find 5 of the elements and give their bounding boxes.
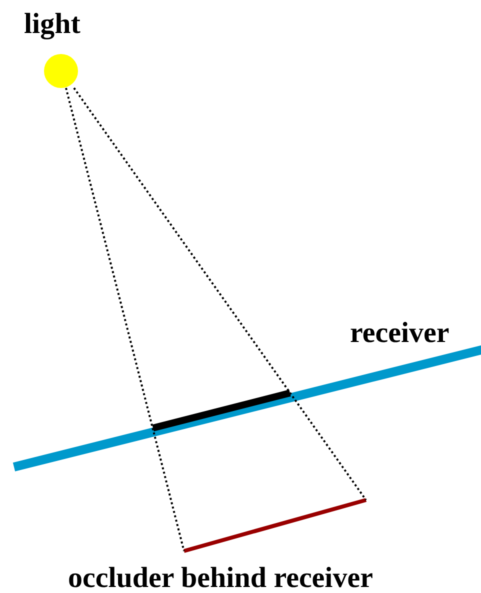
- dotted-line: [73, 87, 367, 501]
- occluder-label: occluder behind receiver: [68, 562, 373, 593]
- receiver-label: receiver: [350, 317, 450, 349]
- dotted-line: [65, 88, 185, 552]
- light-label: light: [24, 8, 80, 40]
